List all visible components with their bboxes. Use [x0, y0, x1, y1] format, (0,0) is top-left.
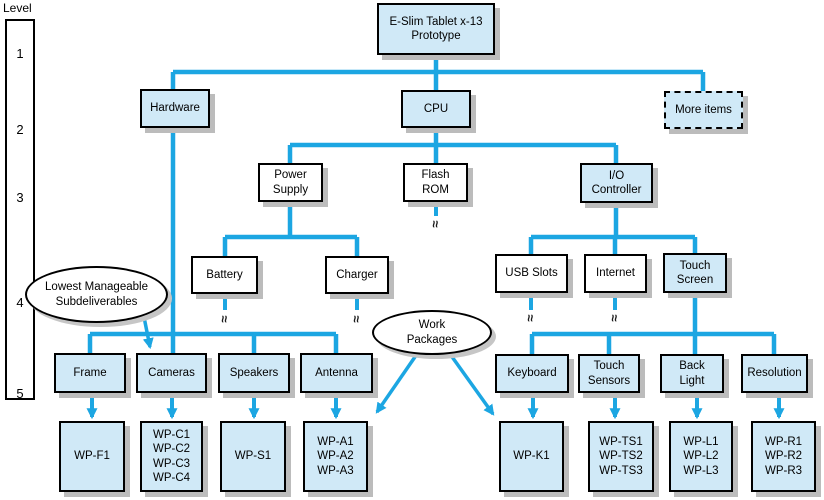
break-mark-internet: ≈ — [607, 314, 623, 322]
level-4-label: 4 — [16, 295, 24, 310]
node-wp-l: WP-L1 WP-L2 WP-L3 — [669, 421, 733, 492]
node-usb-slots: USB Slots — [495, 254, 568, 293]
node-wp-a: WP-A1 WP-A2 WP-A3 — [303, 421, 368, 492]
callout-work-packages: Work Packages — [372, 310, 492, 355]
node-back-light: Back Light — [660, 354, 724, 393]
connector-cpu-children — [287, 128, 619, 163]
node-wp-r: WP-R1 WP-R2 WP-R3 — [751, 421, 816, 492]
node-touch-sensors: Touch Sensors — [578, 354, 640, 393]
node-charger: Charger — [325, 256, 389, 294]
level-3-label: 3 — [16, 190, 24, 205]
callout-arrows — [141, 311, 495, 416]
break-mark-charger: ≈ — [349, 315, 365, 323]
node-cpu: CPU — [401, 90, 471, 128]
level-5-label: 5 — [16, 386, 24, 401]
node-battery: Battery — [191, 256, 258, 294]
node-speakers: Speakers — [218, 353, 290, 393]
node-touch-screen: Touch Screen — [663, 253, 727, 293]
node-internet: Internet — [584, 254, 647, 293]
connector-io-children — [528, 203, 698, 254]
callout-lowest-manageable-subdeliverables: Lowest Manageable Subdeliverables — [25, 266, 168, 323]
lowest-subdeliverables-arrow — [141, 311, 154, 350]
level-1-label: 1 — [16, 46, 24, 61]
break-mark-flash-rom: ≈ — [428, 220, 444, 228]
work-packages-arrow-right — [448, 352, 495, 416]
node-more-items: More items — [664, 91, 743, 129]
break-mark-battery: ≈ — [217, 315, 233, 323]
break-mark-usb-slots: ≈ — [523, 314, 539, 322]
level-2-label: 2 — [16, 122, 24, 137]
connector-root-children — [170, 55, 706, 91]
node-frame: Frame — [54, 353, 126, 393]
level-legend-title: Level — [3, 1, 32, 15]
node-wp-ts: WP-TS1 WP-TS2 WP-TS3 — [588, 421, 654, 492]
node-hardware: Hardware — [140, 89, 210, 128]
connector-hardware-children — [87, 128, 339, 355]
node-wp-k1: WP-K1 — [499, 421, 564, 492]
node-wp-c: WP-C1 WP-C2 WP-C3 WP-C4 — [140, 421, 203, 492]
connector-powersupply-children — [222, 202, 360, 256]
node-wp-f1: WP-F1 — [59, 421, 125, 492]
node-power-supply: Power Supply — [258, 163, 323, 202]
node-resolution: Resolution — [741, 354, 808, 393]
node-cameras: Cameras — [136, 353, 207, 393]
node-flash-rom: Flash ROM — [403, 163, 468, 202]
node-antenna: Antenna — [300, 353, 373, 393]
node-io-controller: I/O Controller — [580, 163, 653, 203]
work-package-arrows — [86, 394, 785, 420]
connector-touchscreen-children — [529, 293, 777, 355]
node-root: E-Slim Tablet x-13 Prototype — [377, 3, 495, 55]
connector-break-stubs — [223, 202, 617, 310]
work-packages-arrow-left — [375, 353, 419, 414]
node-keyboard: Keyboard — [495, 354, 569, 393]
level-legend-bracket: 1 2 3 4 5 — [5, 19, 35, 401]
node-wp-s1: WP-S1 — [220, 421, 286, 492]
